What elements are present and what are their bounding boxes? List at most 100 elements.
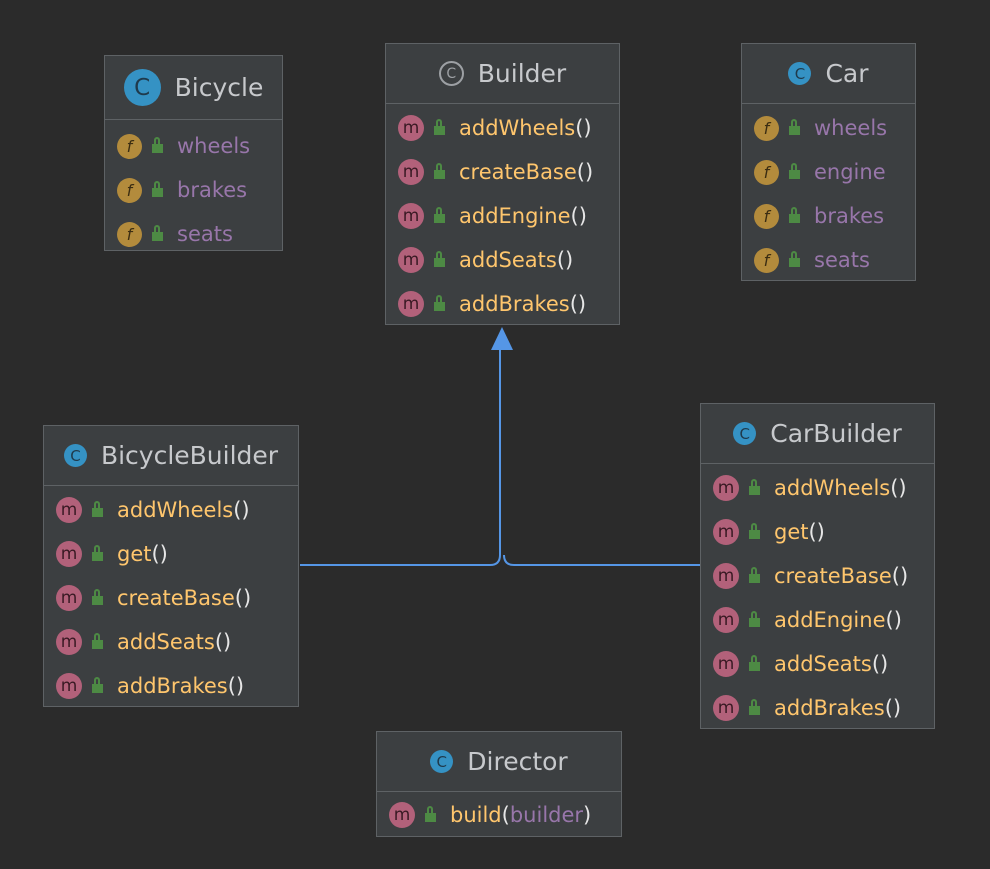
public-lock-icon [434,207,445,223]
method-row[interactable]: m addEngine() [701,598,934,642]
public-lock-icon [152,225,163,241]
class-box-builder[interactable]: C Builder m addWheels() m createBase() m… [385,43,620,325]
method-parens: () [234,586,252,610]
method-row[interactable]: m addBrakes() [386,282,619,326]
method-parens: () [556,248,574,272]
method-name: addSeats [117,630,215,654]
method-row[interactable]: m createBase() [386,150,619,194]
class-box-director[interactable]: C Director m build(builder) [376,731,622,837]
field-row[interactable]: f seats [742,238,915,282]
method-row[interactable]: m addBrakes() [44,664,298,708]
method-name: addSeats [774,652,872,676]
field-row[interactable]: f wheels [105,124,282,168]
method-row[interactable]: m get() [44,532,298,576]
class-icon: C [430,750,454,773]
method-parens: () [890,476,907,500]
method-parens: () [214,630,232,654]
public-lock-icon [92,633,103,649]
method-name: addBrakes [459,292,570,316]
class-header: C Director [377,732,621,792]
public-lock-icon [434,163,445,179]
method-row[interactable]: m addEngine() [386,194,619,238]
method-parens: () [871,652,889,676]
method-parens: () [884,696,902,720]
method-row[interactable]: m addWheels() [44,488,298,532]
method-name: createBase [117,586,235,610]
field-name: seats [177,222,233,246]
class-header: C BicycleBuilder [44,426,298,486]
method-row[interactable]: m addWheels() [701,466,934,510]
method-parens: () [885,608,902,632]
field-row[interactable]: f brakes [742,194,915,238]
field-icon: f [754,247,779,273]
carbuilder-to-builder-line [503,554,700,566]
method-icon: m [398,247,424,273]
method-name: addEngine [459,204,571,228]
public-lock-icon [92,545,103,561]
method-row[interactable]: m addWheels() [386,106,619,150]
method-icon: m [713,563,739,589]
class-box-bicyclebuilder[interactable]: C BicycleBuilder m addWheels() m get() m… [43,425,299,707]
method-row[interactable]: m addBrakes() [701,686,934,730]
bicyclebuilder-to-builder-line [300,350,501,566]
field-row[interactable]: f seats [105,212,282,256]
method-row[interactable]: m addSeats() [386,238,619,282]
field-name: seats [814,248,870,272]
method-parens: () [808,520,825,544]
class-box-bicycle[interactable]: C Bicycle f wheels f brakes f seats [104,55,283,251]
method-icon: m [713,607,739,633]
field-icon: f [754,115,779,141]
public-lock-icon [789,207,800,223]
method-row[interactable]: m createBase() [701,554,934,598]
method-icon: m [713,651,739,677]
method-icon: m [713,519,739,545]
public-lock-icon [425,806,436,822]
field-list: f wheels f brakes f seats [105,120,282,256]
method-list: m addWheels() m get() m createBase() m a… [44,486,298,708]
class-title: Builder [477,59,567,88]
field-row[interactable]: f wheels [742,106,915,150]
method-icon: m [398,203,424,229]
method-row[interactable]: m addSeats() [44,620,298,664]
paren-close: ) [583,803,592,827]
field-row[interactable]: f engine [742,150,915,194]
class-icon: C [123,69,161,106]
field-name: wheels [814,116,888,140]
field-row[interactable]: f brakes [105,168,282,212]
method-row[interactable]: m build(builder) [377,794,621,836]
field-name: wheels [177,134,251,158]
public-lock-icon [789,119,800,135]
public-lock-icon [92,589,103,605]
field-name: engine [814,160,886,184]
method-row[interactable]: m createBase() [44,576,298,620]
generalization-arrowhead [491,327,513,350]
method-icon: m [398,291,424,317]
method-icon: m [56,497,82,523]
class-header: C Bicycle [105,56,282,120]
class-title: BicycleBuilder [100,441,279,470]
paren-open: ( [501,803,510,827]
field-icon: f [117,133,142,159]
public-lock-icon [749,655,760,671]
method-row[interactable]: m get() [701,510,934,554]
method-name: addSeats [459,248,557,272]
field-name: brakes [814,204,885,228]
public-lock-icon [434,251,445,267]
class-header: C Car [742,44,915,104]
method-icon: m [713,475,739,501]
method-row[interactable]: m addSeats() [701,642,934,686]
public-lock-icon [789,251,800,267]
method-name: createBase [774,564,892,588]
public-lock-icon [749,611,760,627]
method-name: get [774,520,809,544]
method-list: m addWheels() m createBase() m addEngine… [386,104,619,326]
field-icon: f [117,221,142,247]
public-lock-icon [749,699,760,715]
class-box-car[interactable]: C Car f wheels f engine f brakes f [741,43,916,281]
method-icon: m [713,695,739,721]
method-name: addWheels [117,498,234,522]
method-icon: m [56,629,82,655]
class-box-carbuilder[interactable]: C CarBuilder m addWheels() m get() m cre… [700,403,935,729]
method-icon: m [398,115,424,141]
method-list: m build(builder) [377,792,621,836]
